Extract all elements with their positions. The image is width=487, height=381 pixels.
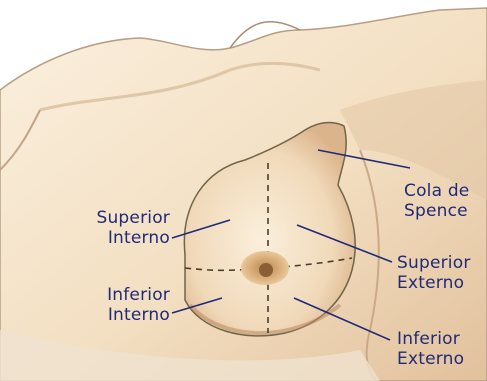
label-superior-interno: Superior Interno (66, 208, 170, 248)
label-superior-interno-line2: Interno (66, 228, 170, 248)
label-cola-line2: Spence (404, 201, 469, 221)
label-cola-de-spence: Cola de Spence (404, 181, 469, 221)
label-inferior-interno: Inferior Interno (66, 285, 170, 325)
label-inferior-externo-line1: Inferior (397, 329, 464, 349)
nipple (259, 263, 273, 277)
label-inferior-interno-line1: Inferior (66, 285, 170, 305)
label-inferior-interno-line2: Interno (66, 305, 170, 325)
label-inferior-externo: Inferior Externo (397, 329, 464, 369)
label-superior-externo-line2: Externo (397, 273, 471, 293)
label-superior-interno-line1: Superior (66, 208, 170, 228)
label-superior-externo-line1: Superior (397, 253, 471, 273)
label-superior-externo: Superior Externo (397, 253, 471, 293)
label-cola-line1: Cola de (404, 181, 469, 201)
label-inferior-externo-line2: Externo (397, 349, 464, 369)
